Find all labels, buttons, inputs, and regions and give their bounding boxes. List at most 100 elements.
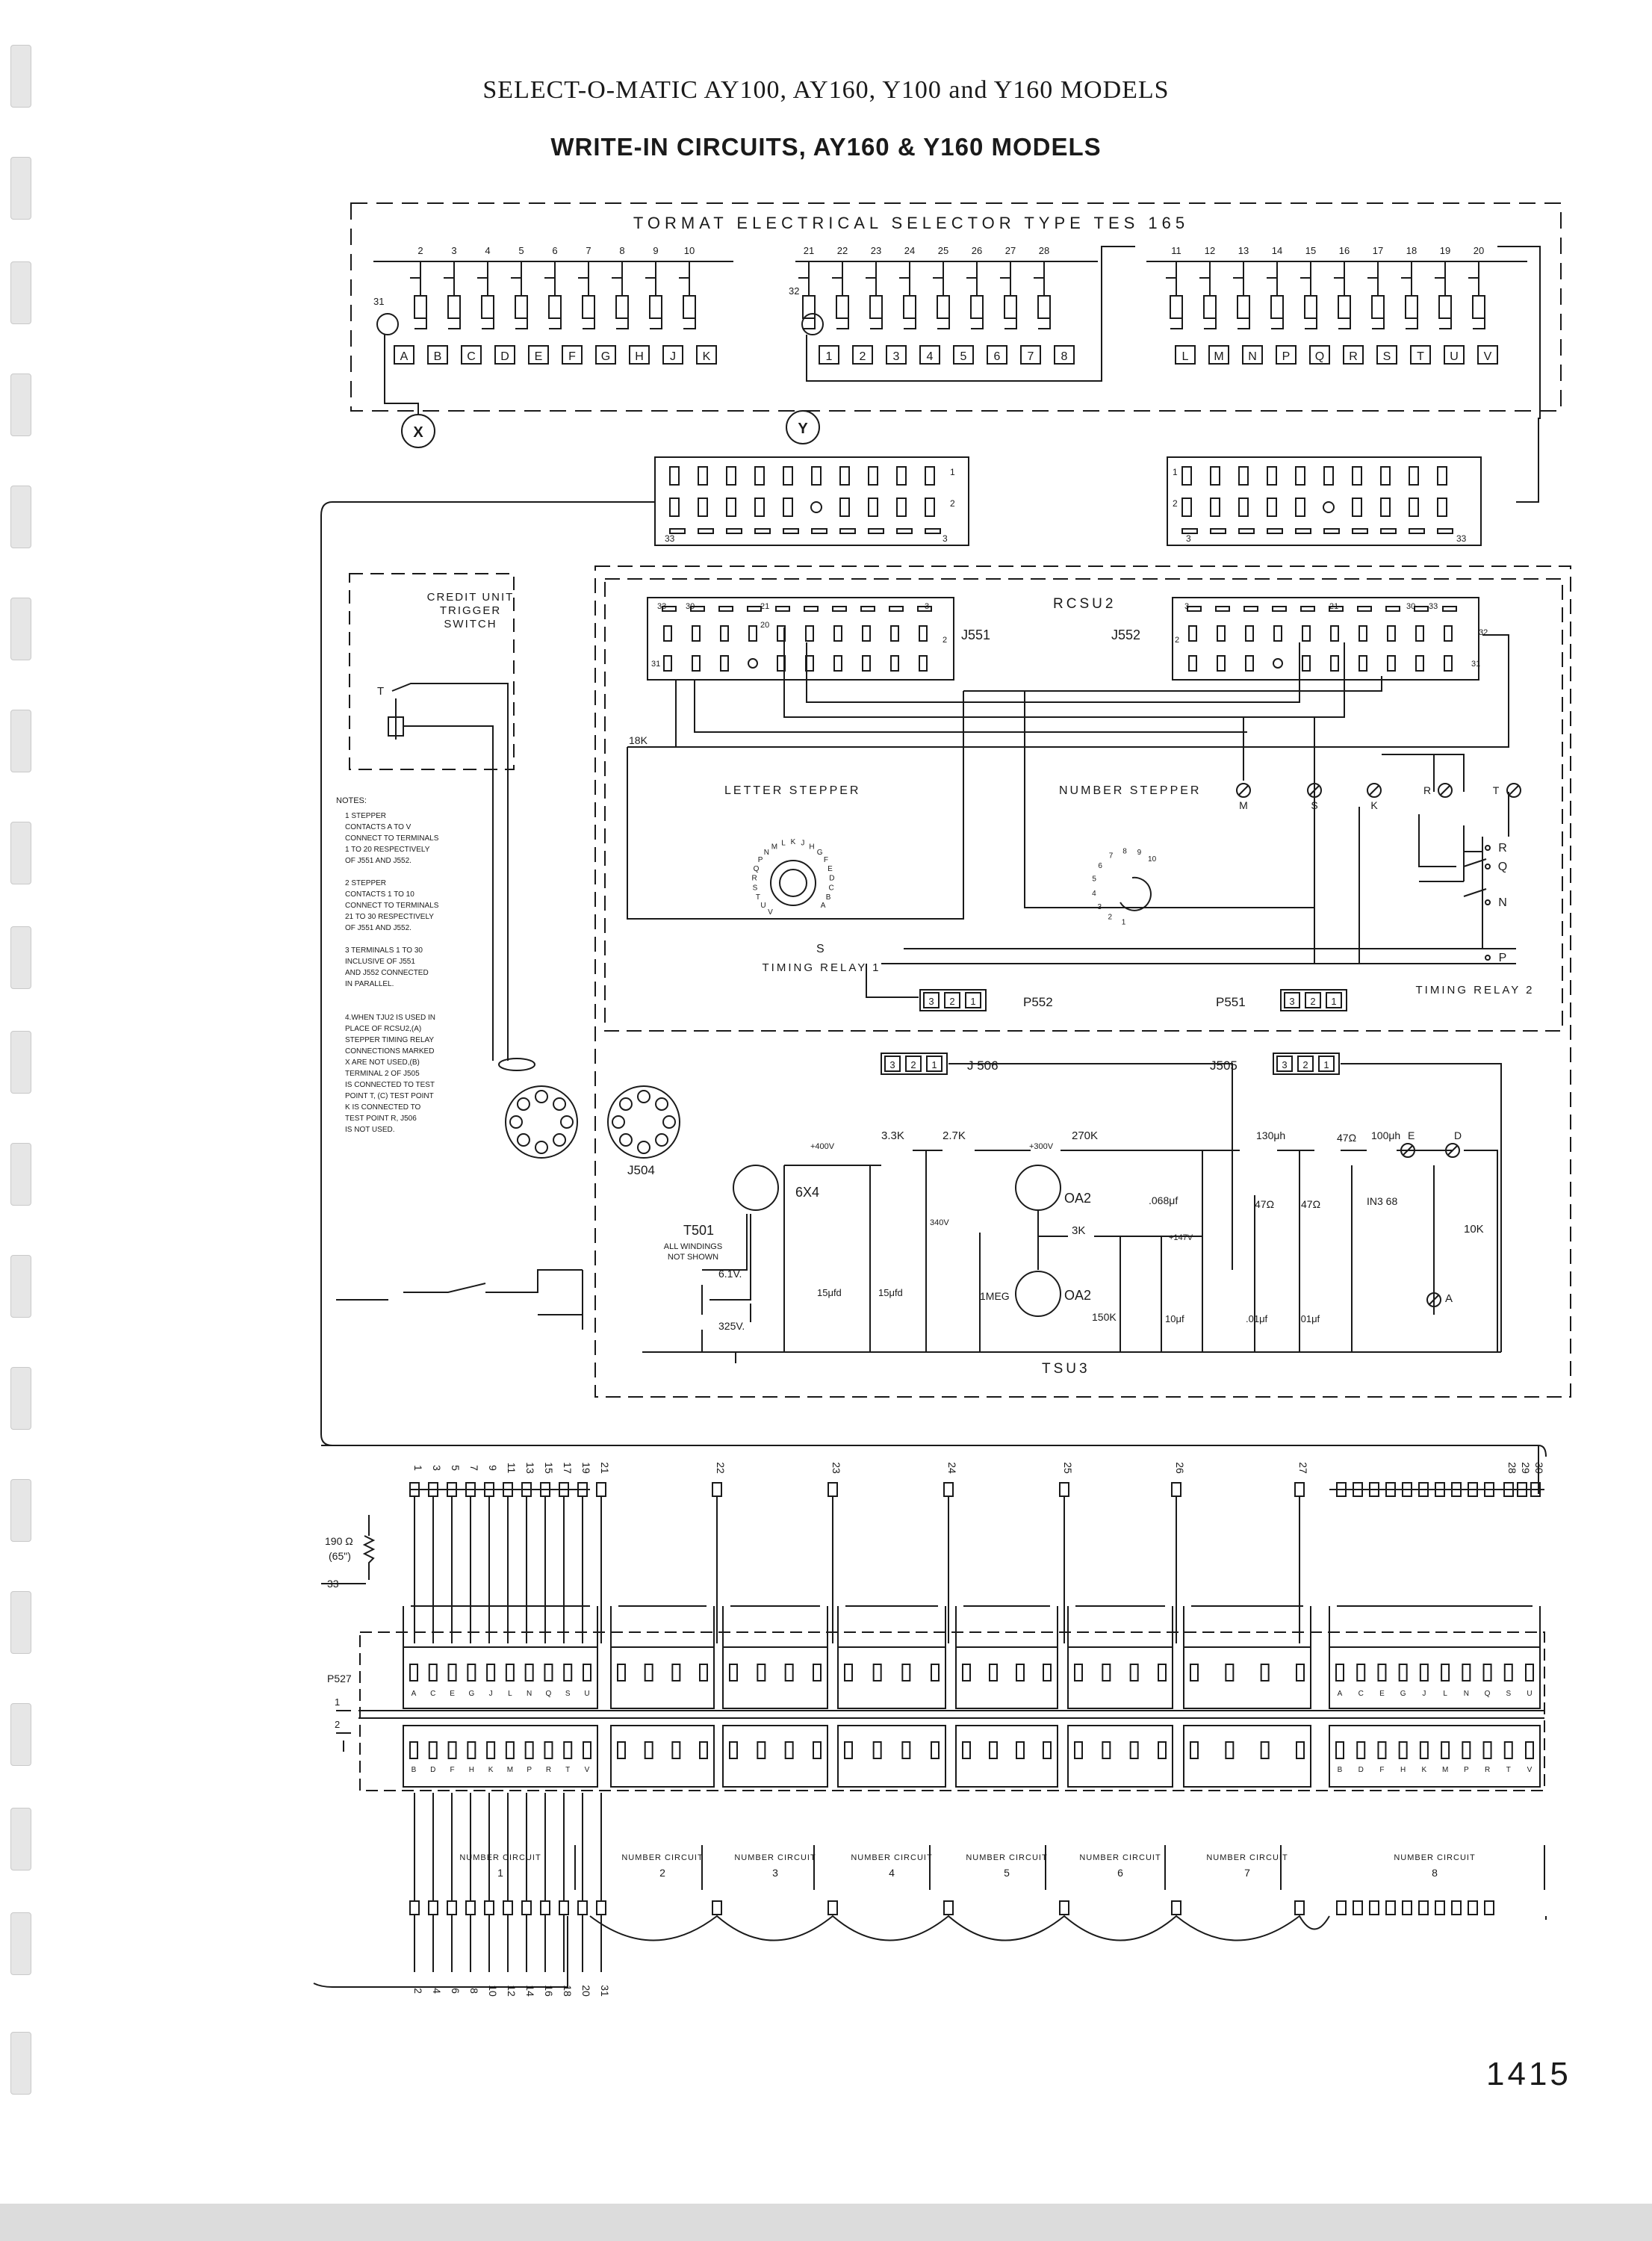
j551-pin-label: 3 [925, 602, 929, 611]
plug-pin [896, 498, 907, 517]
relay-coil [1296, 1664, 1305, 1681]
selector-contact [970, 295, 984, 319]
module-lower-row [722, 1725, 828, 1788]
selector-terminal-label: 3 [451, 245, 456, 256]
number-circuit-number: 7 [1244, 1867, 1250, 1879]
resistor-270k: 270K [1072, 1129, 1098, 1142]
notes-line: K IS CONNECTED TO [345, 1103, 421, 1112]
p551-connector [1280, 989, 1347, 1011]
cap-15-a: 15μfd [817, 1287, 842, 1298]
connector-pin [1444, 655, 1453, 672]
selector-terminal-lead [1367, 261, 1379, 296]
row-letter: S [1506, 1690, 1511, 1698]
connector-bar [1187, 606, 1202, 612]
relay-contact-point [1485, 955, 1491, 961]
selector-contact [1371, 295, 1385, 319]
selector-terminal-label: 10 [684, 245, 695, 256]
plug-pin [925, 498, 935, 517]
relay-coil [563, 1664, 573, 1681]
module-8-bottom-terminal [1451, 1900, 1462, 1915]
socket-pin [553, 1133, 567, 1147]
relay-coil [1074, 1741, 1083, 1759]
pin-box-number: 2 [1310, 996, 1315, 1007]
selector-contact [1304, 295, 1317, 319]
notes-line: AND J552 CONNECTED [345, 969, 429, 977]
rcsu2-box [604, 578, 1563, 1032]
relay-coil [962, 1741, 971, 1759]
module-8-bottom-terminal [1353, 1900, 1363, 1915]
relay-coil [467, 1741, 476, 1759]
row-letter: B [1338, 1766, 1343, 1774]
module-crossover [837, 1605, 946, 1651]
selector-letter: U [1450, 350, 1459, 363]
bus-lines [321, 1445, 1539, 1494]
plug-pin [1295, 466, 1305, 486]
relay-coil [844, 1741, 853, 1759]
connector-bar [775, 606, 790, 612]
module-8-bottom-terminal [1385, 1900, 1396, 1915]
test-point-label: T [1493, 784, 1500, 796]
selector-letter: G [601, 350, 610, 363]
number-circuit-number: 5 [1004, 1867, 1010, 1879]
selector-terminal-label: 19 [1440, 245, 1450, 256]
row-letter: N [527, 1690, 532, 1698]
selector-contact-bend [616, 318, 629, 329]
page-subtitle: WRITE-IN CIRCUITS, AY160 & Y160 MODELS [550, 133, 1102, 161]
selector-contact [1004, 295, 1017, 319]
number-dial-char: 1 [1122, 918, 1126, 926]
connector-pin [919, 625, 928, 642]
module-upper-row [837, 1646, 946, 1709]
selector-contact [903, 295, 916, 319]
relay-coil [1419, 1664, 1429, 1681]
selector-contact-bend [1204, 318, 1217, 329]
letter-dial-char: D [829, 875, 834, 883]
bus-terminal-label: 24 [946, 1462, 958, 1474]
pin-box [884, 1056, 901, 1072]
selector-letter: E [535, 350, 543, 363]
bulb [1400, 1143, 1415, 1158]
selector-contact-bend [1305, 318, 1317, 329]
tube-oa2-label: OA2 [1064, 1288, 1091, 1303]
plug-pin [1352, 498, 1362, 517]
pin-box-number: 3 [889, 1059, 895, 1070]
module-lower-row [955, 1725, 1058, 1788]
selector-terminal-label: 25 [938, 245, 948, 256]
notes-line: 21 TO 30 RESPECTIVELY [345, 913, 434, 921]
connector-pin [833, 625, 842, 642]
connector-bar [860, 606, 875, 612]
selector-letter-box [852, 345, 873, 365]
selector-contact [1405, 295, 1418, 319]
cable-ring [498, 1058, 535, 1071]
selector-contact-bend [549, 318, 562, 329]
selector-letter: R [1349, 350, 1358, 363]
row-letter: A [1338, 1690, 1343, 1698]
p527-pin-label: 1 [335, 1696, 340, 1708]
connector-pin [1444, 625, 1453, 642]
connector-pin [1415, 655, 1424, 672]
relay-coil [1335, 1741, 1344, 1759]
row-letter: C [1358, 1690, 1364, 1698]
notes-line: INCLUSIVE OF J551 [345, 958, 415, 966]
pin-box-number: 1 [970, 996, 975, 1007]
connector-pin [1217, 655, 1226, 672]
row-letter: F [450, 1766, 455, 1774]
relay-coil [1102, 1664, 1111, 1681]
binder-hole [10, 1912, 31, 1975]
relay-coil [813, 1664, 822, 1681]
selector-terminal-label: 15 [1305, 245, 1316, 256]
pin-box-number: 3 [928, 996, 934, 1007]
octal-socket-j504 [607, 1085, 680, 1159]
j551-pin-label: 2 [943, 636, 947, 645]
top-terminal-label: 7 [468, 1465, 480, 1471]
wire-y [806, 246, 1135, 382]
connector-pin [663, 655, 672, 672]
notes-line: 3 TERMINALS 1 TO 30 [345, 946, 423, 955]
bottom-terminal [503, 1900, 513, 1915]
relay-coil [1525, 1664, 1534, 1681]
bottom-terminal [540, 1900, 550, 1915]
letter-dial-char: P [758, 856, 763, 864]
plug-pin [925, 466, 935, 486]
selector-letter: F [568, 350, 576, 363]
